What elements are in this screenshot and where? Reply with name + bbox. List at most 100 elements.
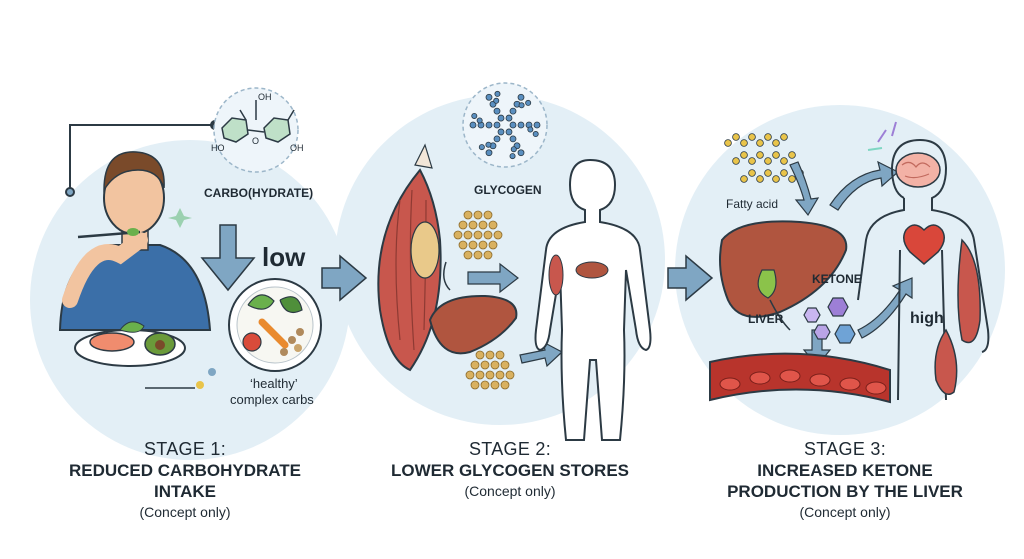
glycogen-unit (476, 117, 483, 124)
fatty-acid-unit (788, 151, 796, 159)
fatty-acid-unit (772, 151, 780, 159)
muscle-mini (548, 254, 564, 296)
sparkle-icon (168, 208, 192, 228)
fatty-acid-unit (740, 151, 748, 159)
glycogen-unit (509, 153, 516, 160)
high-label: high (910, 310, 944, 327)
blood-cell (719, 377, 741, 391)
glycogen-unit (509, 135, 517, 143)
glycogen-unit (485, 93, 493, 101)
glycogen-granule (483, 230, 493, 240)
stage3-title-line2: PRODUCTION BY THE LIVER (727, 482, 963, 501)
carbohydrate-molecule (213, 87, 299, 173)
fatty-acid-unit (772, 139, 780, 147)
glycogen-unit (518, 102, 525, 109)
stage3-caption: STAGE 3: INCREASED KETONE PRODUCTION BY … (700, 439, 990, 520)
glycogen-unit (510, 146, 517, 153)
atom-label: OH (258, 92, 272, 102)
stage3-title-line1: INCREASED KETONE (757, 461, 933, 480)
glycogen-unit (532, 131, 539, 138)
glycogen-granule (490, 380, 500, 390)
fatty-acid-unit (756, 175, 764, 183)
stage2-title-line1: LOWER GLYCOGEN STORES (390, 461, 630, 480)
low-label: low (262, 242, 306, 272)
glycogen-unit (493, 97, 500, 104)
fatty-acid-unit (788, 175, 796, 183)
glycogen-granule (478, 240, 488, 250)
glycogen-granule (465, 370, 475, 380)
healthy-carbs-plate (228, 278, 322, 372)
stage1-title-line1: REDUCED CARBOHYDRATE (68, 461, 302, 480)
brain (895, 152, 941, 188)
stage2-caption: STAGE 2: LOWER GLYCOGEN STORES (Concept … (375, 439, 645, 499)
glycogen-granule (505, 370, 515, 380)
fatty-acid-unit (764, 157, 772, 165)
glycogen-granule (468, 240, 478, 250)
glycogen-granule (480, 360, 490, 370)
fatty-acid-unit (764, 133, 772, 141)
atom-label: O (252, 136, 260, 146)
stage-arrow-icon (321, 254, 368, 302)
man-eating (58, 151, 212, 331)
glycogen-granule (493, 230, 503, 240)
glycogen-unit (509, 121, 517, 129)
glycogen-unit (471, 112, 478, 119)
ketone-molecules (803, 297, 856, 344)
glycogen-granule (488, 240, 498, 250)
blood-vessel (709, 352, 891, 404)
fatty-acid-unit (756, 139, 764, 147)
stage2-number: STAGE 2: (468, 439, 552, 459)
glycogen-unit (505, 128, 513, 136)
fatty-acid-chains (724, 133, 804, 183)
fatty-acid-unit (748, 133, 756, 141)
liver-mini (575, 261, 609, 279)
connector-line (443, 261, 451, 291)
blood-cell (839, 377, 861, 391)
glycogen-granule (470, 360, 480, 370)
glycogen-unit (505, 114, 513, 122)
glycogen-unit (485, 149, 493, 157)
stage1-number: STAGE 1: (143, 439, 227, 459)
glycogen-granule (470, 380, 480, 390)
glycogen-unit (527, 126, 534, 133)
glycogen-unit (493, 135, 501, 143)
glycogen-granule (463, 230, 473, 240)
arm-muscle (957, 238, 981, 344)
blood-cell (779, 369, 801, 383)
fatty-acid-unit (740, 175, 748, 183)
glycogen-granule (473, 210, 483, 220)
muscle (377, 143, 442, 372)
blood-cell (749, 371, 771, 385)
glycogen-unit (493, 107, 501, 115)
dinner-plate (74, 321, 186, 367)
blood-cell (865, 381, 887, 395)
body-outline-stage2 (534, 158, 652, 441)
glycogen-granule (463, 250, 473, 260)
glycogen-molecule (462, 82, 548, 168)
fatty-acid-unit (732, 133, 740, 141)
flow-arrows-stage2 (467, 262, 564, 368)
glycogen-unit (533, 121, 541, 129)
molecule-label: CARBO(HYDRATE) (204, 186, 314, 200)
glycogen-unit (517, 121, 525, 129)
down-arrow-icon (200, 224, 256, 292)
ketone-label: KETONE (812, 272, 862, 286)
glycogen-unit (517, 149, 525, 157)
glycogen-granule (485, 350, 495, 360)
leg-muscle (934, 328, 958, 395)
liver-stage2 (428, 294, 518, 355)
fatty-acid-unit (748, 157, 756, 165)
glycogen-unit (478, 144, 485, 151)
glycogen-granule (478, 220, 488, 230)
fatty-acid-unit (748, 169, 756, 177)
stage-arrow-icon (667, 254, 714, 302)
stage1-note: (Concept only) (139, 504, 231, 520)
glycogen-granule (453, 230, 463, 240)
glycogen-granule (488, 220, 498, 230)
glycogen-unit (494, 90, 501, 97)
atom-label: HO (211, 143, 225, 153)
stage3-number: STAGE 3: (803, 439, 887, 459)
glycogen-granule (500, 380, 510, 390)
glycogen-granule (495, 350, 505, 360)
fatty-acid-unit (780, 169, 788, 177)
